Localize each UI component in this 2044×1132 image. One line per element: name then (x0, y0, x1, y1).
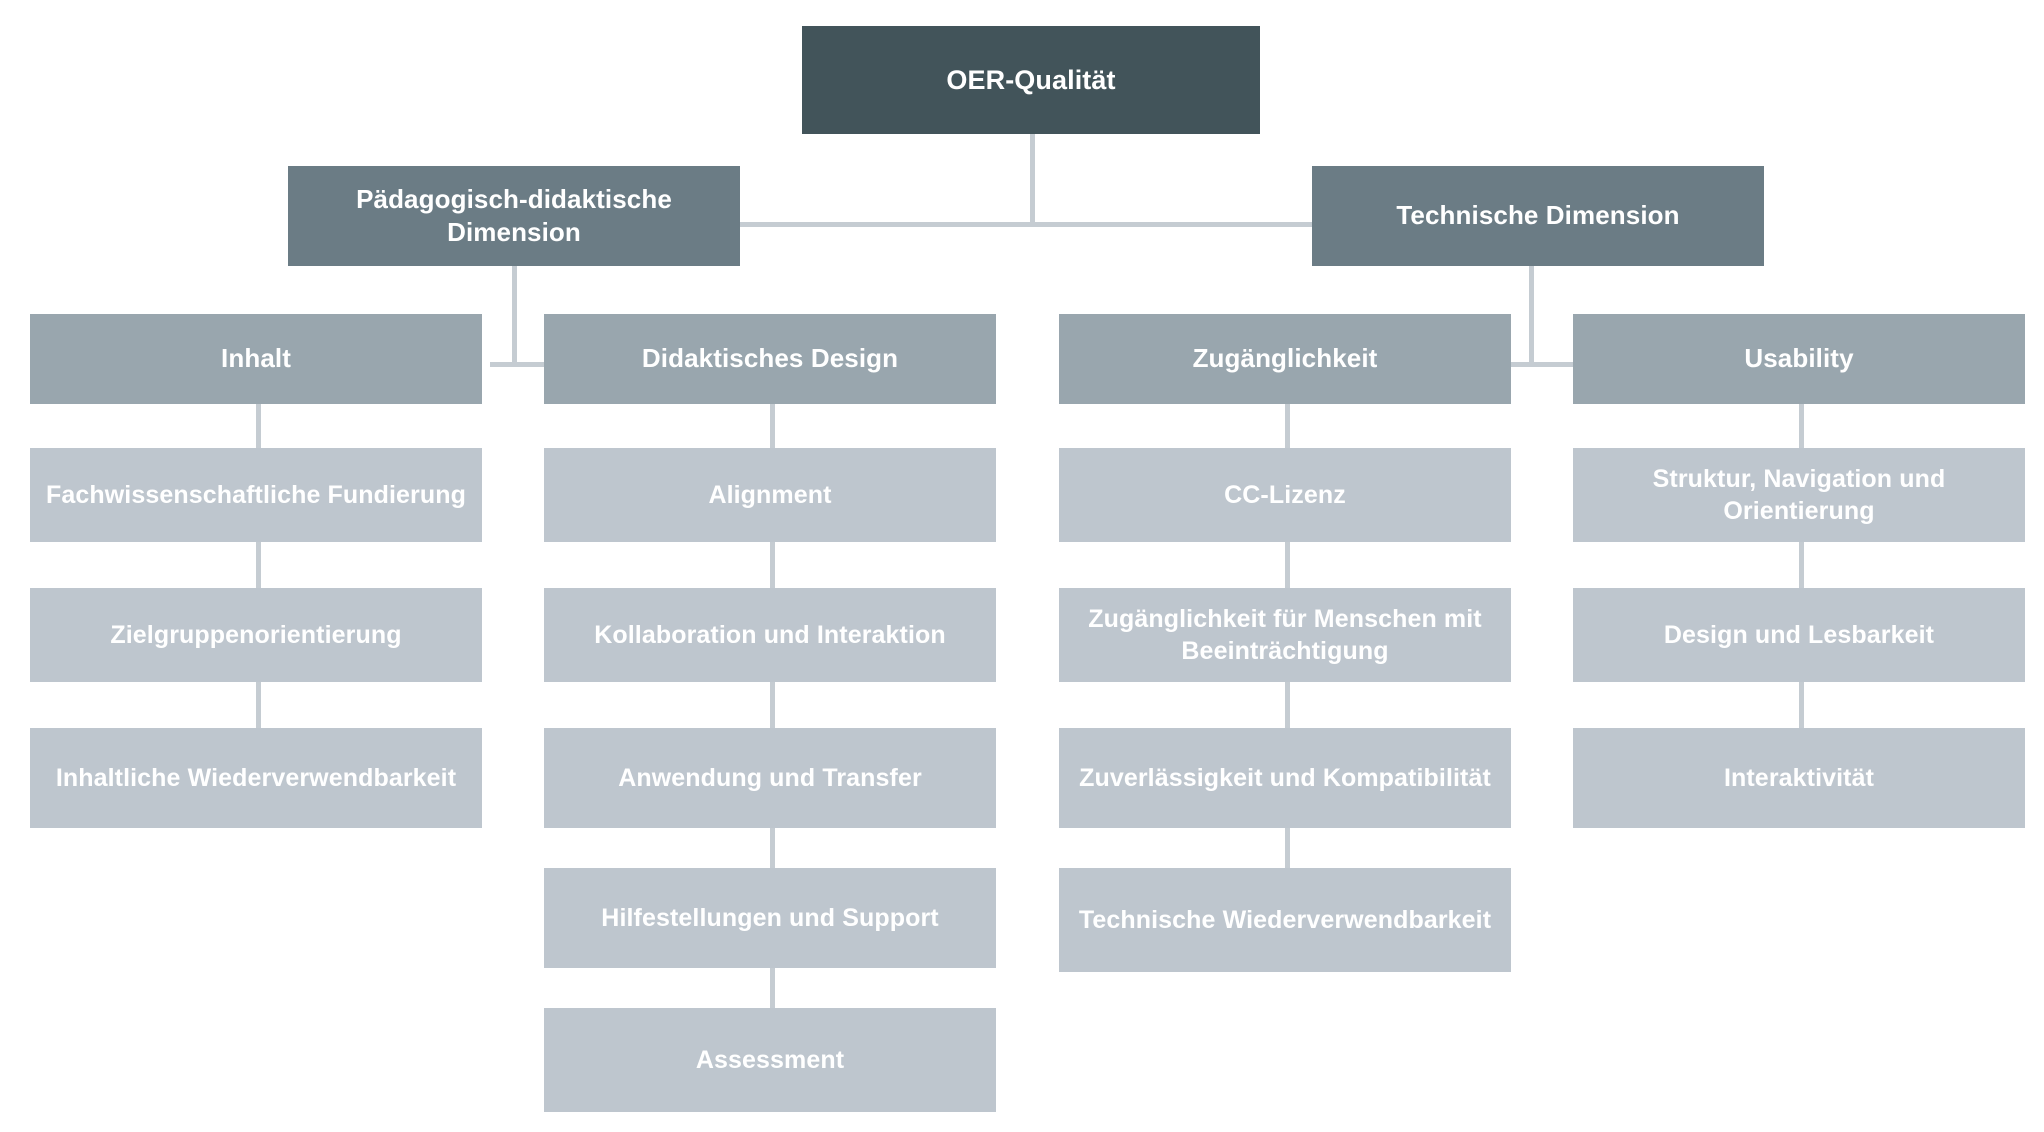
node-dimension-technisch[interactable]: Technische Dimension (1312, 166, 1764, 266)
node-category-didaktisches-design[interactable]: Didaktisches Design (544, 314, 996, 404)
node-criterion-didaktik-1[interactable]: Alignment (544, 448, 996, 542)
connector-col3-chain (1285, 404, 1290, 970)
node-criterion-zugaenglichkeit-4[interactable]: Technische Wiederverwendbarkeit (1059, 868, 1511, 972)
connector-tech-down (1529, 266, 1534, 364)
node-criterion-didaktik-4[interactable]: Hilfestellungen und Support (544, 868, 996, 968)
connector-dimension-spine (740, 222, 1312, 227)
node-dimension-paedagogisch-didaktisch[interactable]: Pädagogisch-didaktische Dimension (288, 166, 740, 266)
node-criterion-usability-1[interactable]: Struktur, Navigation und Orientierung (1573, 448, 2025, 542)
node-category-usability[interactable]: Usability (1573, 314, 2025, 404)
node-criterion-zugaenglichkeit-2[interactable]: Zugänglichkeit für Menschen mit Beeinträ… (1059, 588, 1511, 682)
node-criterion-usability-2[interactable]: Design und Lesbarkeit (1573, 588, 2025, 682)
node-root-oer-qualitaet[interactable]: OER-Qualität (802, 26, 1260, 134)
node-criterion-zugaenglichkeit-3[interactable]: Zuverlässigkeit und Kompatibilität (1059, 728, 1511, 828)
node-criterion-zugaenglichkeit-1[interactable]: CC-Lizenz (1059, 448, 1511, 542)
node-criterion-didaktik-5[interactable]: Assessment (544, 1008, 996, 1112)
node-criterion-didaktik-2[interactable]: Kollaboration und Interaktion (544, 588, 996, 682)
node-criterion-inhalt-3[interactable]: Inhaltliche Wiederverwendbarkeit (30, 728, 482, 828)
connector-paed-split (490, 362, 556, 367)
connector-root-down (1030, 134, 1035, 224)
node-category-inhalt[interactable]: Inhalt (30, 314, 482, 404)
node-criterion-didaktik-3[interactable]: Anwendung und Transfer (544, 728, 996, 828)
node-category-zugaenglichkeit[interactable]: Zugänglichkeit (1059, 314, 1511, 404)
node-criterion-inhalt-1[interactable]: Fachwissenschaftliche Fundierung (30, 448, 482, 542)
node-criterion-usability-3[interactable]: Interaktivität (1573, 728, 2025, 828)
node-criterion-inhalt-2[interactable]: Zielgruppenorientierung (30, 588, 482, 682)
connector-paed-down (512, 266, 517, 364)
connector-tech-split (1507, 362, 1573, 367)
